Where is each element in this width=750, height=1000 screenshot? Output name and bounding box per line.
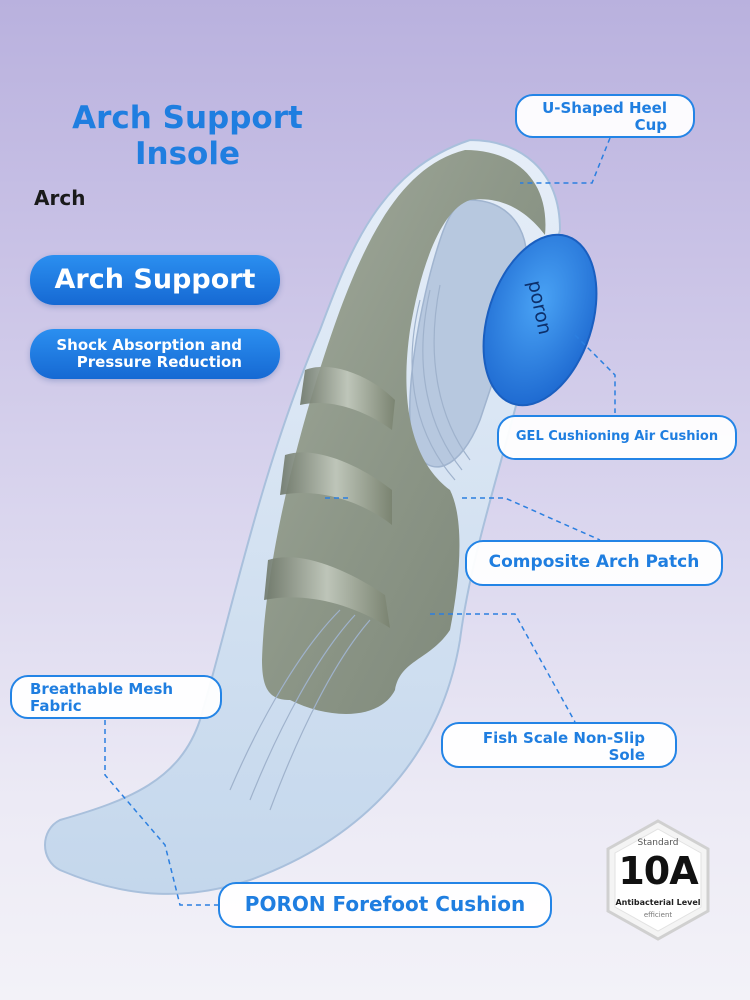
- leader-lines: [104, 137, 616, 906]
- antibacterial-badge: Standard 10A Antibacterial Level efficie…: [603, 818, 713, 942]
- gel-disc: poron: [482, 233, 598, 407]
- poron-forefoot-callout: PORON Forefoot Cushion: [218, 882, 552, 928]
- composite-arch-callout: Composite Arch Patch: [465, 540, 723, 586]
- heel-cup-callout: U-Shaped Heel Cup: [515, 94, 695, 138]
- leader-gel: [574, 334, 616, 413]
- page-subtitle: Arch: [34, 186, 86, 210]
- leader-composite: [462, 497, 601, 541]
- fish-scale-callout: Fish Scale Non-Slip Sole: [441, 722, 677, 768]
- fish-line-2: Sole: [608, 746, 645, 764]
- shock-absorption-pill: Shock Absorption and Pressure Reduction: [30, 329, 280, 379]
- badge-level: Antibacterial Level: [615, 898, 701, 907]
- page-title: Arch Support Insole: [72, 100, 303, 172]
- shock-line-1: Shock Absorption and: [56, 336, 242, 354]
- leader-mesh: [104, 720, 218, 906]
- mesh-line-2: Fabric: [30, 697, 82, 715]
- leader-fish: [430, 613, 576, 723]
- mesh-fabric-callout: Breathable Mesh Fabric: [10, 675, 222, 719]
- contour-lines: [229, 284, 471, 811]
- arch-rib-2: [280, 452, 392, 525]
- arch-support-pill: Arch Support: [30, 255, 280, 305]
- arch-rib-3: [264, 557, 390, 628]
- badge-efficient: efficient: [643, 911, 673, 919]
- leader-heel: [520, 137, 611, 184]
- gel-cushion-callout: GEL Cushioning Air Cushion: [497, 415, 737, 460]
- heel-line-1: U-Shaped Heel: [542, 99, 667, 117]
- badge-hexagon-icon: [606, 819, 710, 941]
- badge-standard: Standard: [637, 838, 679, 848]
- arch-rib-1: [300, 366, 395, 430]
- fish-line-1: Fish Scale Non-Slip: [482, 729, 645, 747]
- mesh-line-1: Breathable Mesh: [30, 680, 174, 698]
- shock-line-2: Pressure Reduction: [76, 353, 242, 371]
- badge-grade: 10A: [618, 849, 698, 893]
- heel-line-2: Cup: [634, 116, 667, 134]
